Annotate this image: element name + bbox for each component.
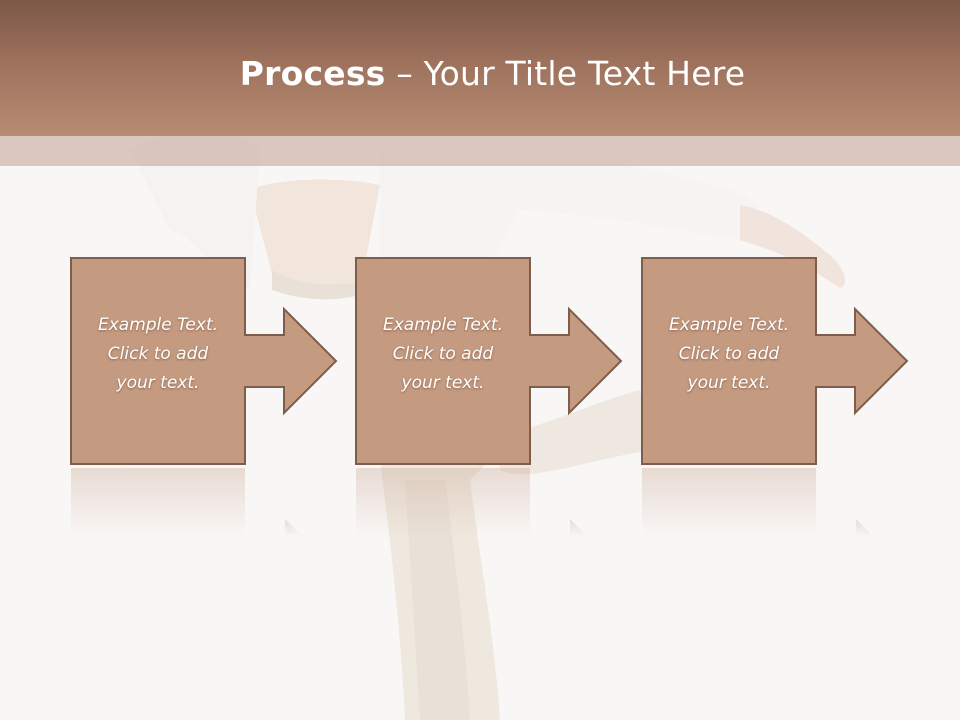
process-step-3[interactable]: Example Text. Click to add your text. bbox=[641, 257, 911, 547]
step-line-3: your text. bbox=[116, 373, 200, 393]
step-box-with-arrow bbox=[641, 257, 909, 538]
step-text[interactable]: Example Text. Click to add your text. bbox=[74, 311, 242, 398]
step-line-2: Click to add bbox=[678, 344, 780, 364]
step-line-1: Example Text. bbox=[668, 315, 790, 335]
title-accent-strip bbox=[0, 136, 960, 166]
step-line-1: Example Text. bbox=[382, 315, 504, 335]
title-bold-part: Process bbox=[239, 54, 386, 93]
step-text[interactable]: Example Text. Click to add your text. bbox=[359, 311, 527, 398]
step-line-3: your text. bbox=[401, 373, 485, 393]
step-line-3: your text. bbox=[687, 373, 771, 393]
step-text[interactable]: Example Text. Click to add your text. bbox=[645, 311, 813, 398]
step-line-1: Example Text. bbox=[97, 315, 219, 335]
step-line-2: Click to add bbox=[392, 344, 494, 364]
step-line-2: Click to add bbox=[107, 344, 209, 364]
step-box-with-arrow bbox=[355, 257, 623, 538]
step-box-with-arrow bbox=[70, 257, 338, 538]
title-bar bbox=[0, 0, 960, 136]
slide-title[interactable]: Process – Your Title Text Here bbox=[0, 52, 960, 96]
process-step-2[interactable]: Example Text. Click to add your text. bbox=[355, 257, 625, 547]
process-step-1[interactable]: Example Text. Click to add your text. bbox=[70, 257, 340, 547]
title-regular-part: – Your Title Text Here bbox=[385, 54, 746, 93]
